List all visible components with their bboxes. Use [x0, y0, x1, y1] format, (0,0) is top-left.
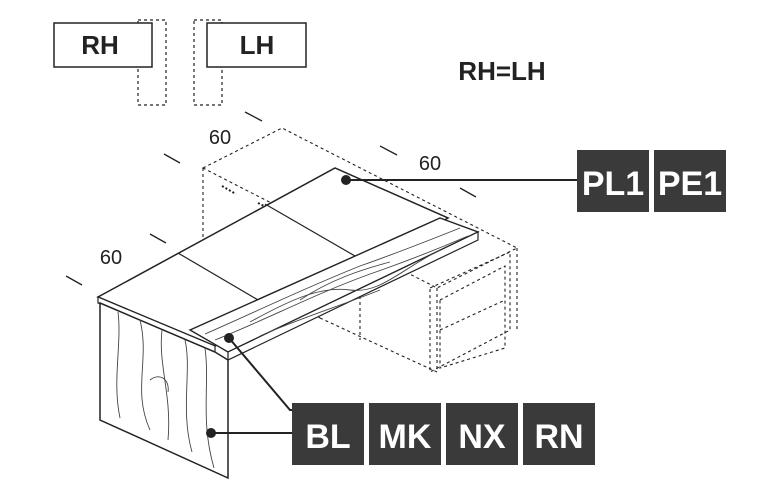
finish-tag-bl: BL — [292, 403, 364, 465]
rh-equals-lh-label: RH=LH — [458, 56, 545, 86]
wood-modesty-strip — [188, 217, 480, 361]
leader-dots — [206, 175, 351, 438]
finish-tag-rn: RN — [523, 403, 595, 465]
top-pointer-dot-icon — [341, 175, 351, 185]
finish-tag-mk: MK — [369, 403, 441, 465]
finish-tag-nx: NX — [446, 403, 518, 465]
lh-label: LH — [240, 30, 275, 60]
strip-leader-line — [228, 337, 292, 411]
dimension-side: 60 — [100, 247, 122, 269]
dimension-top-right: 60 — [419, 153, 441, 175]
lh-box: LH — [206, 22, 307, 68]
rh-dashed-pedestal — [137, 19, 167, 106]
svg-text:PL1: PL1 — [582, 165, 644, 203]
wood-side-panel — [99, 301, 229, 480]
lh-dashed-pedestal — [193, 19, 223, 106]
svg-text:RN: RN — [534, 418, 583, 456]
wood-finish-tags: BL MK NX RN — [292, 403, 595, 465]
rh-box: RH — [53, 22, 153, 68]
hand-selector: RH LH — [53, 19, 307, 106]
dimension-ticks — [65, 111, 477, 286]
desk-drawing-icon — [96, 127, 519, 480]
svg-text:PE1: PE1 — [658, 165, 722, 203]
top-finish-tags: PL1 PE1 — [577, 150, 726, 212]
strip-pointer-dot-icon — [224, 333, 234, 343]
svg-text:MK: MK — [379, 418, 432, 456]
panel-pointer-dot-icon — [206, 428, 216, 438]
svg-text:NX: NX — [458, 418, 506, 456]
svg-text:BL: BL — [305, 418, 350, 456]
dimension-top-left: 60 — [209, 127, 231, 149]
finish-tag-pl1: PL1 — [577, 150, 649, 212]
leader-lines — [211, 179, 578, 434]
finish-tag-pe1: PE1 — [654, 150, 726, 212]
rh-label: RH — [81, 30, 119, 60]
desk-top-panel-seams — [177, 203, 356, 308]
